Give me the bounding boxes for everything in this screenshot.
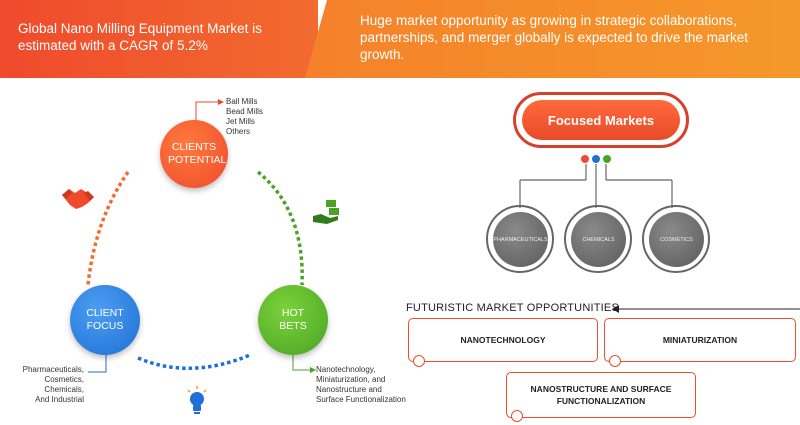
header-right-banner: [305, 0, 800, 78]
focused-markets-title: Focused Markets: [522, 100, 680, 140]
clients-potential-circle: CLIENTS POTENTIAL: [160, 120, 228, 188]
list-item: And Industrial: [35, 395, 84, 404]
dot-orange: [581, 155, 589, 163]
cagr-statement: Global Nano Milling Equipment Market is …: [18, 21, 262, 53]
list-item: Jet Mills: [226, 117, 255, 126]
opportunity-knob: [413, 355, 425, 367]
market-cosmetics: COSMETICS: [649, 212, 704, 267]
list-item: Chemicals,: [44, 385, 84, 394]
opportunity-nanostructure: NANOSTRUCTURE AND SURFACE FUNCTIONALIZAT…: [506, 372, 696, 418]
list-item: Miniaturization, and: [316, 375, 386, 384]
opportunities-title: FUTURISTIC MARKET OPPORTUNITIES: [406, 302, 619, 314]
opportunity-label: MINIATURIZATION: [662, 335, 738, 345]
dot-blue: [592, 155, 600, 163]
list-item: Pharmaceuticals,: [22, 365, 84, 374]
clients-potential-label: CLIENTS POTENTIAL: [168, 141, 227, 166]
client-focus-label: CLIENT FOCUS: [86, 307, 124, 332]
market-chemicals: CHEMICALS: [571, 212, 626, 267]
lightbulb-icon: [187, 386, 207, 414]
arc-orange: [86, 171, 130, 286]
market-ring-chemicals: [564, 205, 632, 273]
opportunity-miniaturization: MINIATURIZATION: [604, 318, 796, 362]
list-item: Surface Functionalization: [316, 395, 406, 404]
hot-bets-label: HOT BETS: [279, 307, 307, 332]
client-focus-items: Pharmaceuticals, Cosmetics, Chemicals, A…: [4, 365, 84, 405]
hot-bets-circle: HOT BETS: [258, 285, 328, 355]
list-item: Ball Mills: [226, 97, 258, 106]
arc-blue: [137, 353, 251, 371]
market-ring-cosmetics: [642, 205, 710, 273]
client-focus-circle: CLIENT FOCUS: [70, 285, 140, 355]
market-ring-pharma: [486, 205, 554, 273]
handshake-icon: [62, 189, 94, 209]
opportunity-label: NANOSTRUCTURE AND SURFACE FUNCTIONALIZAT…: [530, 384, 672, 406]
money-hand-icon: [313, 200, 339, 224]
list-item: Others: [226, 127, 251, 136]
opportunity-nanotechnology: NANOTECHNOLOGY: [408, 318, 598, 362]
opportunity-knob: [511, 410, 523, 422]
focused-markets-frame: [513, 92, 689, 148]
list-item: Bead Mills: [226, 107, 263, 116]
hot-bets-items: Nanotechnology, Miniaturization, and Nan…: [316, 365, 406, 405]
opportunity-statement: Huge market opportunity as growing in st…: [360, 13, 748, 62]
market-pharmaceuticals: PHARMACEUTICALS: [493, 212, 548, 267]
list-item: Nanostructure and: [316, 385, 382, 394]
opportunity-label: NANOTECHNOLOGY: [460, 335, 546, 345]
dot-green: [603, 155, 611, 163]
opportunity-knob: [609, 355, 621, 367]
list-item: Cosmetics,: [44, 375, 84, 384]
opportunities-arrow: [612, 305, 800, 313]
header-left-banner: [0, 0, 318, 78]
clients-potential-items: Ball Mills Bead Mills Jet Mills Others: [226, 97, 263, 137]
list-item: Nanotechnology,: [316, 365, 376, 374]
arc-green: [256, 170, 304, 286]
